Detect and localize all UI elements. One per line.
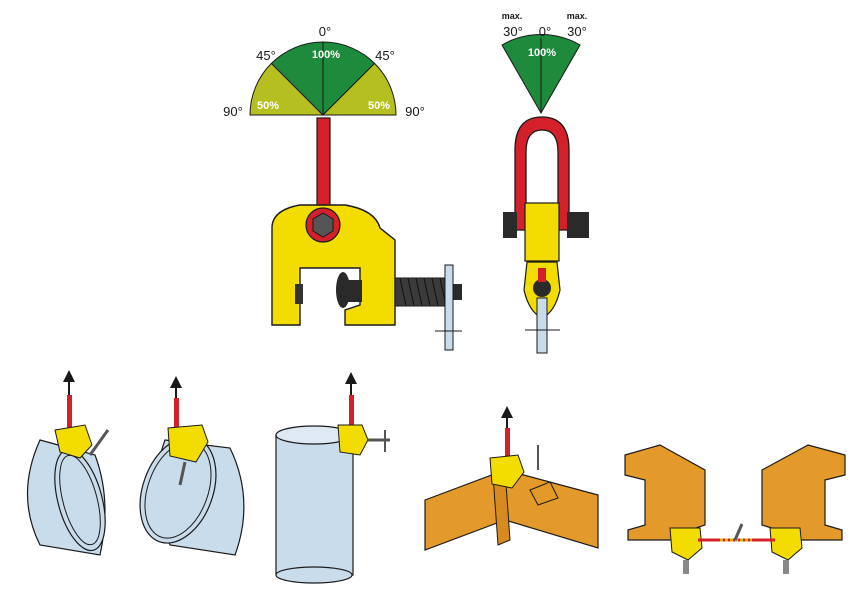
gauge-label-0: 0° [319,24,331,39]
gauge-max-right: max. [567,11,588,21]
two-clamps-joining-i-beams [624,444,846,574]
screw-clamp-front-view [503,116,589,354]
clamp-on-horizontal-pipe [27,370,110,556]
clamp-on-angled-steel-plate [424,406,599,551]
angle-gauge-right: max. 30° 0° max. 30° 100% [501,11,588,115]
clamp-on-tilted-pipe [139,376,245,556]
gauge-pct-right: 50% [368,100,390,112]
gauge-pct-center-right: 100% [528,47,556,59]
gauge-label-90-right: 90° [405,104,425,119]
gauge-label-45-left: 45° [256,48,276,63]
gauge-30-left: 30° [503,24,523,39]
gauge-pct-left: 50% [257,100,279,112]
gauge-label-45-right: 45° [375,48,395,63]
gauge-0-right: 0° [539,24,551,39]
angle-gauge-left: 0° 45° 45° 90° 90° 100% 50% 50% [223,24,425,119]
gauge-30-right: 30° [567,24,587,39]
gauge-label-90-left: 90° [223,104,243,119]
clamp-on-vertical-pipe [275,372,390,584]
screw-clamp-side-view [271,117,462,351]
gauge-pct-center: 100% [312,49,340,61]
gauge-max-left: max. [502,11,523,21]
